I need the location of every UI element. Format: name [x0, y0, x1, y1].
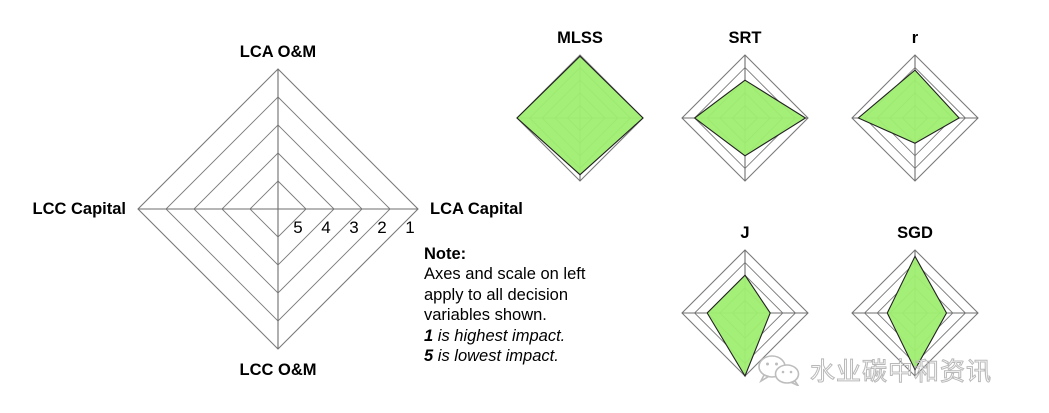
radar-area-r: [857, 69, 960, 144]
radar-chart-SGD: [851, 249, 979, 377]
radar-area-J: [706, 274, 771, 378]
radar-chart-MLSS: [516, 54, 644, 182]
note-emphasis-1: 1 is highest impact.: [424, 326, 639, 346]
chart-title-MLSS: MLSS: [557, 29, 603, 47]
scale-label-5: 5: [293, 218, 302, 237]
radar-area-MLSS: [516, 55, 644, 176]
radar-chart-r: [851, 54, 979, 182]
note-block: Note: Axes and scale on left apply to al…: [424, 244, 639, 367]
radar-area-SRT: [693, 79, 807, 157]
note-emphasis-1-key: 1: [424, 326, 434, 345]
radar-area-SGD: [886, 255, 948, 371]
note-emphasis-1-text: is highest impact.: [433, 326, 566, 345]
radar-chart-J: [681, 249, 809, 378]
note-emphasis-2: 5 is lowest impact.: [424, 346, 639, 366]
axis-label-lcc_om: LCC O&M: [240, 361, 317, 379]
note-line-1: Axes and scale on left: [424, 265, 586, 284]
axis-label-lca_capital: LCA Capital: [430, 200, 523, 218]
note-line-3: variables shown.: [424, 306, 547, 325]
chart-title-J: J: [740, 224, 749, 242]
radar-chart-SRT: [681, 54, 809, 182]
scale-label-3: 3: [349, 218, 358, 237]
note-emphasis-2-key: 5: [424, 347, 434, 366]
note-emphasis-2-text: is lowest impact.: [433, 347, 559, 366]
reference-axes-chart: [137, 68, 419, 350]
note-heading: Note:: [424, 245, 467, 263]
mini-radar-charts: [516, 54, 979, 378]
chart-title-SGD: SGD: [897, 224, 933, 242]
note-line-2: apply to all decision: [424, 285, 569, 304]
scale-label-1: 1: [405, 218, 414, 237]
scale-label-4: 4: [321, 218, 330, 237]
axis-label-lca_om: LCA O&M: [240, 43, 316, 61]
axis-label-lcc_capital: LCC Capital: [32, 200, 126, 218]
chart-title-SRT: SRT: [729, 29, 762, 47]
chart-title-r: r: [912, 29, 919, 47]
scale-label-2: 2: [377, 218, 386, 237]
